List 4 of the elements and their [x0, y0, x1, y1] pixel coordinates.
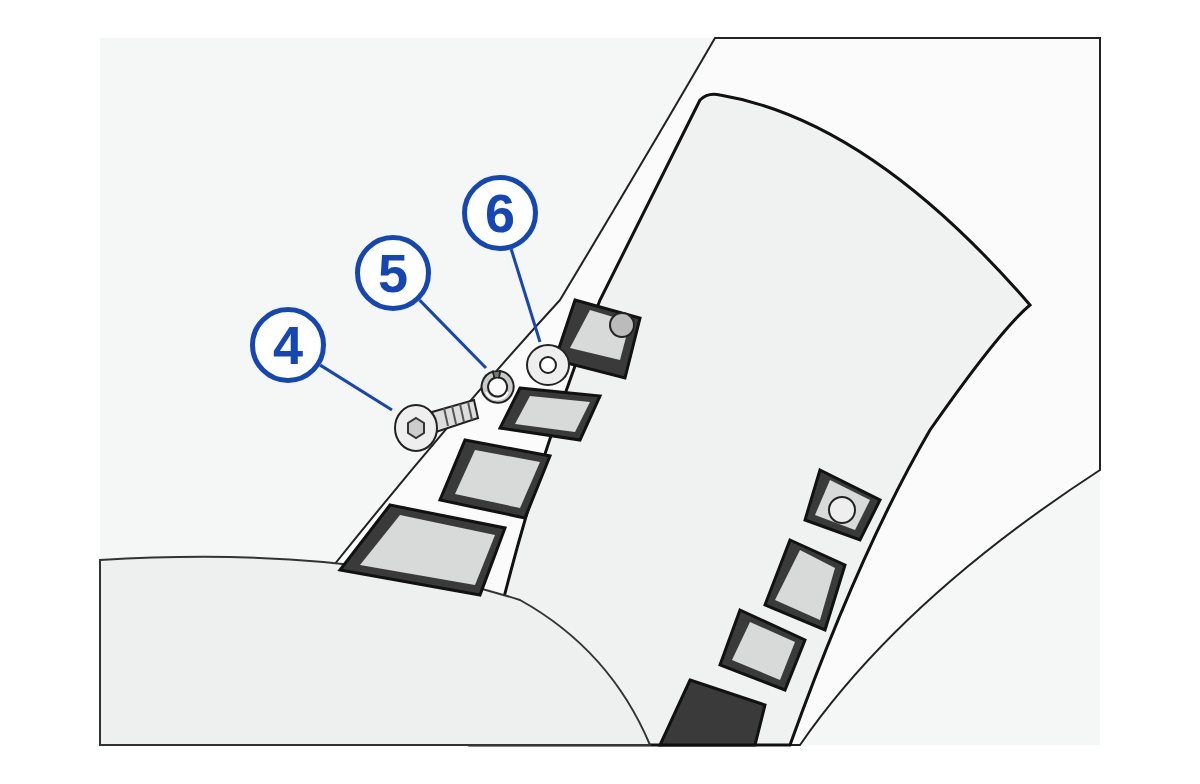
- leader-line: [319, 363, 393, 412]
- flat-washer-icon: [524, 342, 572, 388]
- leader-line: [509, 248, 542, 343]
- lock-washer-icon: [478, 368, 516, 406]
